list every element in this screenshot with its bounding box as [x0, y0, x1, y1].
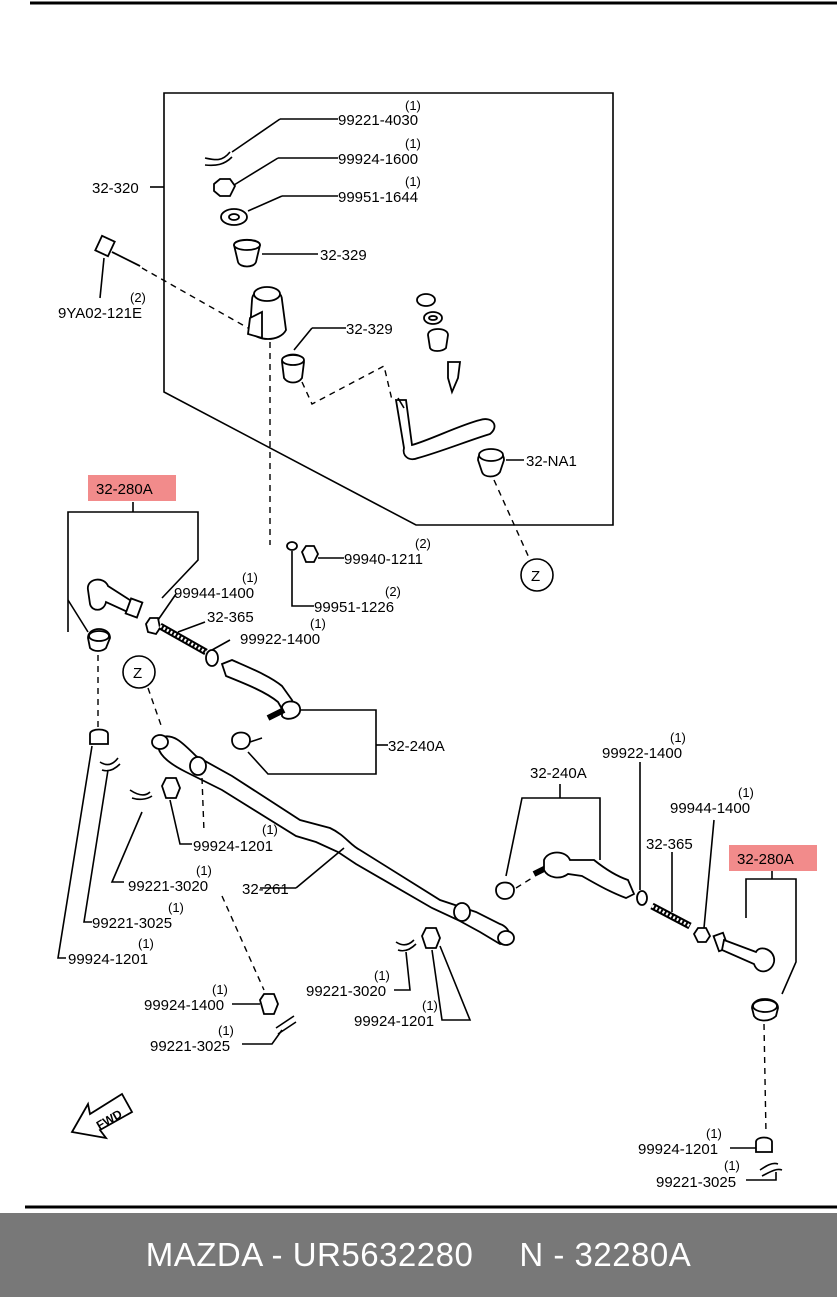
tie-rod-end-right — [712, 931, 775, 973]
clamp-nut-right — [692, 927, 712, 943]
label-32-240A-right: 32-240A — [530, 765, 587, 782]
label-32-280A-left: 32-280A — [96, 481, 153, 498]
label-99221-3025-a: 99221-3025 — [92, 915, 172, 932]
footer-part-number: MAZDA - UR5632280 — [145, 1236, 474, 1273]
bolt-part — [94, 234, 141, 267]
label-32-261: 32-261 — [242, 881, 289, 898]
qty-99944-1400-right: (1) — [738, 785, 754, 800]
label-99944-1400-right: 99944-1400 — [670, 800, 750, 817]
label-99940-1211: 99940-1211 — [344, 551, 423, 568]
cotter-pin-a — [129, 789, 153, 801]
footer-ref-number: N - 32280A — [519, 1236, 692, 1273]
cotter-pin-bottom-left — [275, 1015, 297, 1035]
label-99924-1201-b: 99924-1201 — [68, 951, 148, 968]
castle-nut-left-tre — [89, 728, 109, 745]
label-99951-1226: 99951-1226 — [314, 599, 394, 616]
parts-diagram: 32-320 99221-4030 (1) 99924-1600 (1) 999… — [25, 1, 837, 1209]
label-99922-1400-right: 99922-1400 — [602, 745, 682, 762]
center-link — [151, 734, 515, 946]
qty-99221-4030: (1) — [405, 98, 421, 113]
tie-rod-end-left — [87, 578, 144, 619]
qty-99924-1201-a: (1) — [262, 822, 278, 837]
label-9YA02-121E: 9YA02-121E — [58, 305, 142, 322]
highlight-32-280A-left — [88, 475, 176, 501]
z-label-top: Z — [531, 568, 540, 585]
seal-parts — [416, 293, 462, 395]
label-99924-1400-bottom: 99924-1400 — [144, 997, 224, 1014]
label-99924-1201-d: 99924-1201 — [638, 1141, 718, 1158]
qty-99924-1201-b: (1) — [138, 936, 154, 951]
forward-arrow-icon: FWD — [70, 1092, 134, 1140]
qty-99924-1201-c: (1) — [422, 998, 438, 1013]
castle-nut-c — [421, 927, 441, 949]
qty-9YA02-121E: (2) — [130, 290, 146, 305]
qty-99951-1644: (1) — [405, 174, 421, 189]
qty-99221-3025-a: (1) — [168, 900, 184, 915]
z-marker-left — [122, 655, 156, 689]
castle-nut-right-tre — [755, 1136, 773, 1153]
qty-99221-3020-a: (1) — [196, 863, 212, 878]
label-99924-1600: 99924-1600 — [338, 151, 418, 168]
castle-nut-a — [161, 777, 181, 799]
nut-99940-part — [300, 545, 320, 563]
clamp-nut-left — [145, 617, 161, 636]
label-32-329-lower: 32-329 — [346, 321, 393, 338]
qty-99924-1400-bottom: (1) — [212, 982, 228, 997]
label-32-NA1: 32-NA1 — [526, 453, 577, 470]
qty-99940-1211: (2) — [415, 536, 431, 551]
z-label-left: Z — [133, 665, 142, 682]
qty-99951-1226: (2) — [385, 584, 401, 599]
label-32-240A-left: 32-240A — [388, 738, 445, 755]
label-32-365-left: 32-365 — [207, 609, 254, 626]
idler-arm-part — [394, 397, 496, 461]
nut-99924-1400-part — [259, 993, 279, 1015]
idler-bracket-part — [247, 286, 287, 340]
tie-rod-right — [532, 851, 636, 899]
label-32-320: 32-320 — [92, 180, 139, 197]
tie-rod-left — [220, 659, 301, 721]
label-99924-1201-a: 99924-1201 — [193, 838, 273, 855]
qty-99221-3025-c: (1) — [724, 1158, 740, 1173]
label-32-280A-right: 32-280A — [737, 851, 794, 868]
inner-end-left — [231, 731, 251, 750]
qty-99944-1400-left: (1) — [242, 570, 258, 585]
label-99221-4030: 99221-4030 — [338, 112, 418, 129]
highlight-32-280A-right — [729, 845, 817, 871]
inner-end-right — [495, 881, 515, 900]
cotter-pin-part — [204, 151, 233, 167]
qty-99221-3020-b: (1) — [374, 968, 390, 983]
label-99221-3020-b: 99221-3020 — [306, 983, 386, 1000]
label-99922-1400-left: 99922-1400 — [240, 631, 320, 648]
qty-99922-1400-left: (1) — [310, 616, 326, 631]
qty-99221-3025-b: (1) — [218, 1023, 234, 1038]
label-32-365-right: 32-365 — [646, 836, 693, 853]
label-99924-1201-c: 99924-1201 — [354, 1013, 434, 1030]
cotter-pin-left-tre — [99, 757, 121, 772]
washer-99922-right — [636, 890, 648, 906]
label-99221-3020-a: 99221-3020 — [128, 878, 208, 895]
label-32-329-top: 32-329 — [320, 247, 367, 264]
qty-99922-1400-right: (1) — [670, 730, 686, 745]
castle-nut-part — [213, 178, 237, 197]
cotter-pin-b — [395, 939, 417, 952]
cotter-pin-right-tre — [759, 1162, 783, 1177]
washer-99922-left — [205, 649, 219, 667]
label-99221-3025-b: 99221-3025 — [150, 1038, 230, 1055]
footer-bar: MAZDA - UR5632280 N - 32280A — [0, 1213, 837, 1297]
z-marker-top — [520, 558, 554, 592]
label-99944-1400-left: 99944-1400 — [174, 585, 254, 602]
qty-99924-1201-d: (1) — [706, 1126, 722, 1141]
qty-99924-1600: (1) — [405, 136, 421, 151]
label-99221-3025-c: 99221-3025 — [656, 1174, 736, 1191]
label-99951-1644: 99951-1644 — [338, 189, 418, 206]
